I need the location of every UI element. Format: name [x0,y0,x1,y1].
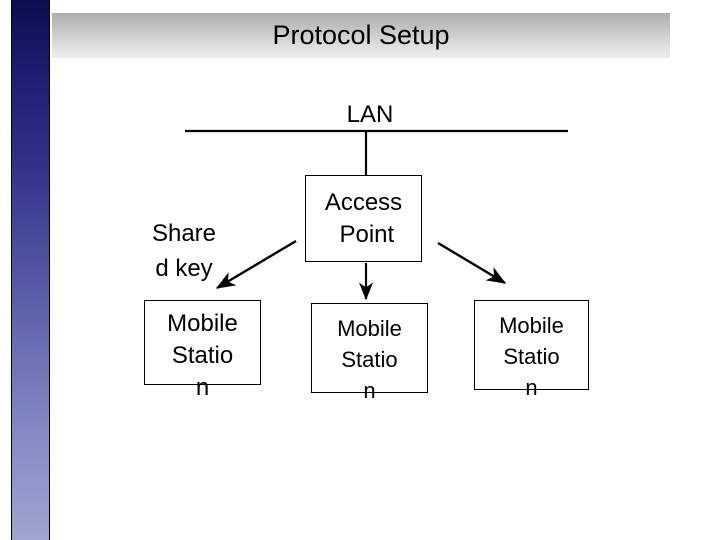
mobile-station-3-box[interactable]: Mobile Statio n [474,300,589,400]
access-point-to-mobile-station-3-arrow [437,241,507,285]
mobile-station-3-label: Mobile Statio n [499,313,564,400]
shared-key-label: Share d key [151,220,217,282]
access-point-label: Access Point [324,189,403,248]
mobile-station-2-box[interactable]: Mobile Statio n [311,303,428,403]
sidebar-decoration-bar [11,0,50,540]
mobile-station-2-label: Mobile Statio n [337,316,402,403]
page-title: Protocol Setup [272,20,450,50]
mobile-station-1-label: Mobile Statio n [167,310,238,401]
title-banner: Protocol Setup [52,13,670,58]
lan-label: LAN [346,101,394,128]
access-point-box[interactable]: Access Point [305,175,422,262]
mobile-station-1-box[interactable]: Mobile Statio n [144,300,261,401]
access-point-to-mobile-station-1-arrow [215,239,297,290]
